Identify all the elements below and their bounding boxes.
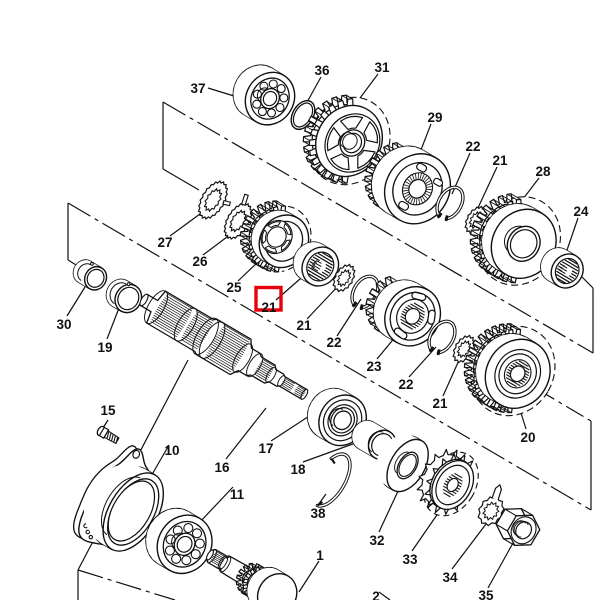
svg-text:28: 28	[535, 164, 551, 179]
svg-text:37: 37	[190, 81, 205, 96]
svg-text:21: 21	[296, 318, 312, 333]
svg-text:32: 32	[369, 533, 384, 548]
svg-text:33: 33	[402, 552, 418, 567]
svg-text:25: 25	[226, 280, 242, 295]
svg-text:21: 21	[432, 396, 448, 411]
svg-text:20: 20	[520, 430, 535, 445]
svg-text:26: 26	[192, 254, 208, 269]
svg-text:27: 27	[157, 235, 172, 250]
svg-text:17: 17	[258, 441, 273, 456]
svg-text:24: 24	[573, 204, 589, 219]
svg-text:38: 38	[310, 506, 326, 521]
svg-text:31: 31	[374, 60, 390, 75]
svg-text:18: 18	[290, 462, 306, 477]
svg-text:35: 35	[478, 588, 494, 600]
svg-text:21: 21	[492, 153, 508, 168]
svg-text:16: 16	[214, 460, 230, 475]
svg-text:19: 19	[97, 340, 112, 355]
svg-text:34: 34	[442, 570, 458, 585]
svg-text:1: 1	[316, 548, 324, 563]
svg-text:23: 23	[366, 359, 382, 374]
svg-text:2: 2	[372, 589, 380, 600]
svg-text:22: 22	[398, 377, 413, 392]
svg-text:22: 22	[326, 335, 341, 350]
svg-text:36: 36	[314, 63, 330, 78]
svg-text:10: 10	[164, 443, 179, 458]
svg-text:22: 22	[465, 139, 480, 154]
svg-text:29: 29	[427, 110, 442, 125]
svg-text:30: 30	[56, 317, 71, 332]
svg-text:21: 21	[261, 300, 277, 315]
svg-text:11: 11	[230, 487, 245, 502]
svg-text:15: 15	[100, 403, 116, 418]
